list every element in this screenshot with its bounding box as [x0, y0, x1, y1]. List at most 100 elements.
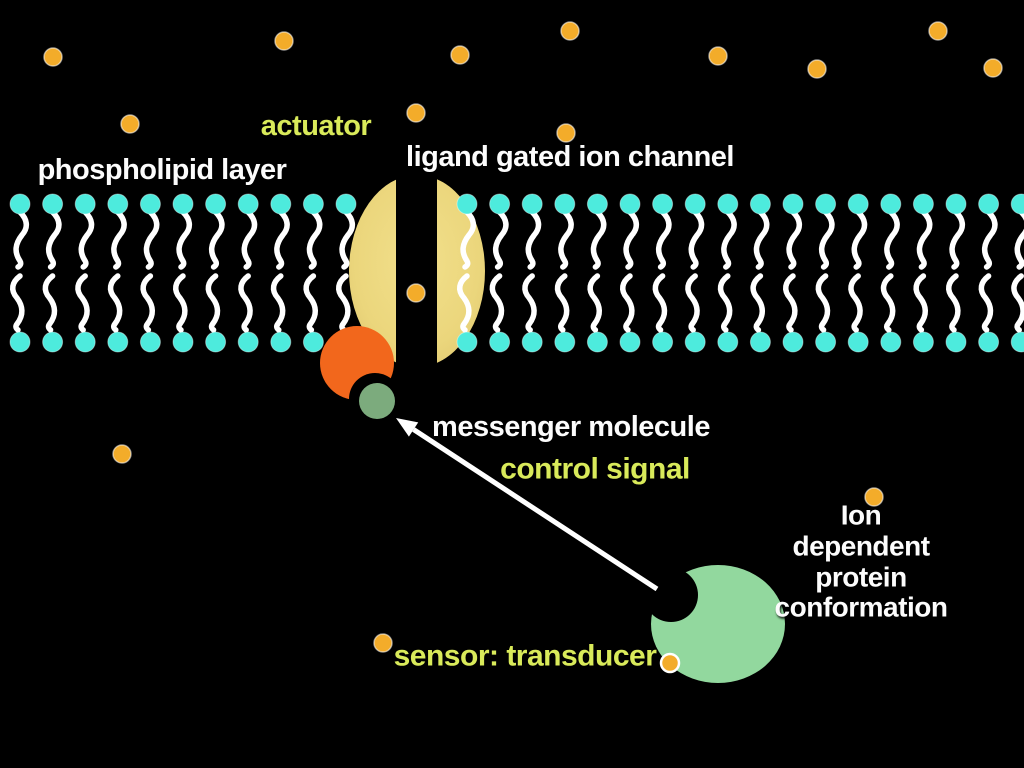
lipid-tail [525, 209, 542, 270]
lipid-tail [786, 209, 803, 270]
lipid-tail [205, 273, 221, 333]
lipid-tail [783, 273, 798, 333]
lipid-tail [339, 209, 356, 270]
lipid-tail [489, 273, 505, 333]
lipid-head [912, 331, 934, 353]
lipid-head [880, 331, 902, 353]
lipid-head [9, 193, 31, 215]
control-signal-arrow-head [396, 418, 419, 437]
lipid-tail [590, 209, 607, 270]
lipid-head [172, 331, 194, 353]
lipid-head [652, 331, 674, 353]
lipid-head [847, 331, 869, 353]
lipid-head [139, 331, 161, 353]
control-signal-arrow-shaft [412, 427, 659, 592]
lipid-head [172, 193, 194, 215]
lipid-head [912, 193, 934, 215]
lipid-tail [274, 209, 290, 270]
lipid-tail [306, 209, 323, 270]
lipid-head [1010, 331, 1024, 353]
lipid-tail [111, 209, 127, 270]
lipid-tail [848, 273, 863, 333]
lipid-tail [270, 273, 286, 333]
lipid-head [74, 331, 96, 353]
lipid-head [586, 193, 608, 215]
lipid-tail [623, 209, 640, 270]
lipid-head [521, 193, 543, 215]
ion-channel-slot [396, 162, 437, 445]
ion-dot [373, 633, 393, 653]
ion-dot [556, 123, 576, 143]
lipid-head [652, 193, 674, 215]
lipid-head [489, 193, 511, 215]
lipid-head [815, 331, 837, 353]
lipid-head [619, 331, 641, 353]
lipid-tail [685, 273, 700, 333]
lipid-head [237, 331, 259, 353]
lipid-head [586, 331, 608, 353]
label-messenger-molecule: messenger molecule [432, 411, 710, 444]
ion-dot [983, 58, 1003, 78]
lipid-tail [884, 209, 900, 270]
label-sensor-transducer: sensor: transducer [393, 639, 657, 673]
ion-dot [708, 46, 728, 66]
lipid-head [619, 193, 641, 215]
lipid-tail [916, 209, 933, 270]
lipid-head [717, 331, 739, 353]
lipid-head [42, 331, 64, 353]
ion-dot [274, 31, 294, 51]
ion-dot [807, 59, 827, 79]
lipid-tail [750, 273, 766, 333]
lipid-tail [946, 273, 961, 333]
lipid-head [978, 331, 1000, 353]
lipid-head [978, 193, 1000, 215]
lipid-tail [303, 273, 319, 333]
lipid-head [270, 193, 292, 215]
lipid-tail [981, 209, 998, 270]
lipid-tail [688, 209, 705, 270]
lipid-head [139, 193, 161, 215]
lipid-head [749, 331, 771, 353]
lipid-head [749, 193, 771, 215]
lipid-tail [554, 273, 570, 333]
lipid-head [815, 193, 837, 215]
lipid-head [1010, 193, 1024, 215]
ion-dot [112, 444, 132, 464]
lipid-tail [620, 273, 635, 333]
lipid-tail [880, 273, 896, 333]
lipid-head [782, 331, 804, 353]
lipid-tail [75, 273, 90, 333]
lipid-tail [949, 209, 966, 270]
lipid-head [945, 193, 967, 215]
lipid-tail [558, 209, 574, 270]
lipid-tail [818, 209, 835, 270]
lipid-head [107, 193, 129, 215]
lipid-tail [241, 209, 258, 270]
lipid-head [335, 193, 357, 215]
lipid-head [456, 193, 478, 215]
ion-dot [928, 21, 948, 41]
lipid-tail [13, 209, 30, 270]
lipid-head [554, 193, 576, 215]
sensor-notch [644, 568, 698, 622]
lipid-head [42, 193, 64, 215]
lipid-head [521, 331, 543, 353]
label-ion-dependent-protein-conformation: Ion dependent protein conformation [774, 499, 948, 623]
lipid-tail [42, 273, 58, 333]
lipid-head [237, 193, 259, 215]
lipid-tail [1014, 209, 1024, 270]
lipid-head [270, 331, 292, 353]
lipid-tail [173, 273, 188, 333]
lipid-head [847, 193, 869, 215]
lipid-head [717, 193, 739, 215]
lipid-tail [978, 273, 994, 333]
lipid-tail [238, 273, 253, 333]
lipid-tail [140, 273, 156, 333]
lipid-tail [1011, 273, 1024, 333]
ion-dot [43, 47, 63, 67]
lipid-tail [460, 209, 477, 270]
lipid-head [684, 331, 706, 353]
lipid-tail [717, 273, 733, 333]
